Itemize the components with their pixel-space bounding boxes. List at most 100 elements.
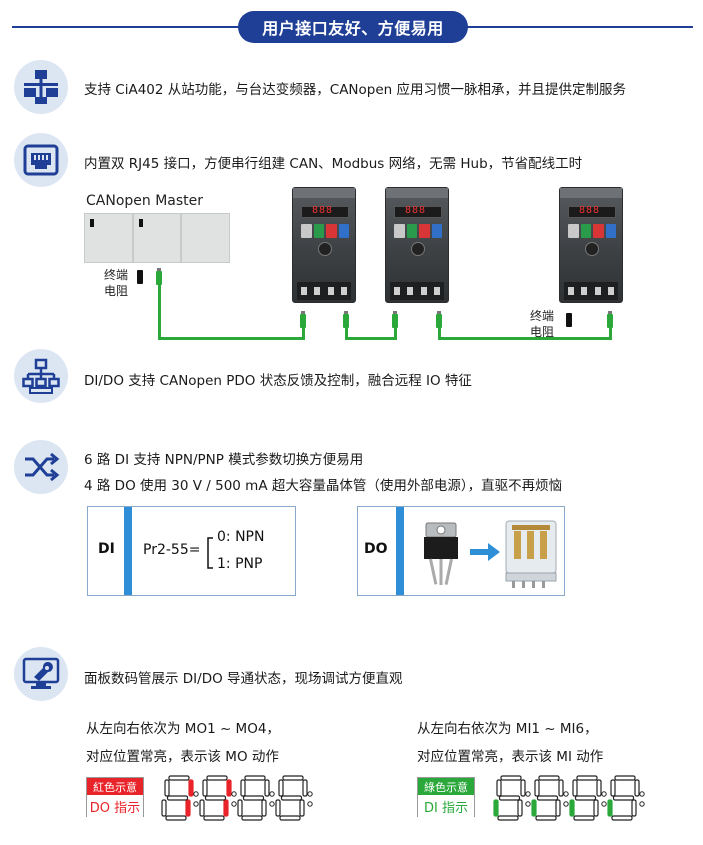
- master-module: [132, 213, 182, 263]
- terminator-plug-left: [137, 270, 143, 284]
- display-segment: [188, 779, 194, 797]
- feature-text-di: 6 路 DI 支持 NPN/PNP 模式参数切换方便易用: [84, 452, 364, 468]
- badge-bottom: DI 指示: [418, 795, 474, 817]
- display-segment: [538, 775, 560, 781]
- display-segment: [517, 799, 523, 817]
- mi-caption-line1: 从左向右依次为 MI1 ~ MI6，: [417, 721, 598, 737]
- display-dot: [307, 801, 313, 807]
- canopen-master-unit: [84, 213, 231, 263]
- drive2-can-plug: [392, 311, 398, 328]
- display-dot: [193, 801, 199, 807]
- display-dot: [525, 791, 531, 797]
- network-tree-icon: [14, 60, 68, 114]
- do-indicator-badge: 紅色示意 DO 指示: [86, 777, 144, 817]
- can-wire: [158, 285, 161, 340]
- display-dot: [193, 791, 199, 797]
- display-segment: [500, 775, 522, 781]
- vfd-drive-1: [292, 187, 356, 303]
- display-segment: [610, 779, 616, 797]
- display-segment: [223, 799, 229, 817]
- terminator-plug-right: [566, 313, 572, 327]
- display-segment: [168, 775, 190, 781]
- feature-text-cia402: 支持 CiA402 从站功能，与台达变频器，CANopen 应用习惯一脉相承，并…: [84, 82, 627, 98]
- display-segment: [241, 815, 263, 821]
- drive2-can-plug-out: [436, 311, 442, 328]
- display-segment: [199, 799, 205, 817]
- display-segment: [264, 779, 270, 797]
- master-can-plug: [156, 268, 162, 285]
- display-dot: [307, 791, 313, 797]
- display-segment: [534, 779, 540, 797]
- display-segment: [611, 815, 633, 821]
- display-segment: [165, 815, 187, 821]
- display-dot: [563, 801, 569, 807]
- display-segment: [569, 799, 575, 817]
- can-wire: [345, 337, 396, 340]
- badge-top: 綠色示意: [418, 778, 474, 795]
- di-param: Pr2-55=: [143, 542, 201, 558]
- display-segment: [204, 795, 227, 801]
- display-segment: [496, 779, 502, 797]
- hierarchy-icon: [14, 349, 68, 403]
- terminator-label-left: 终端 电阻: [104, 268, 129, 298]
- display-dot: [601, 791, 607, 797]
- display-segment: [535, 815, 557, 821]
- drive1-can-plug: [300, 311, 306, 328]
- display-dot: [525, 801, 531, 807]
- display-dot: [269, 801, 275, 807]
- display-segment: [166, 795, 189, 801]
- display-segment: [593, 799, 599, 817]
- display-segment: [164, 779, 170, 797]
- display-segment: [202, 779, 208, 797]
- mo-caption-line1: 从左向右依次为 MO1 ~ MO4，: [86, 721, 280, 737]
- di-mode-box: DI Pr2-55= 0: NPN 1: PNP: [87, 506, 296, 596]
- display-segment: [280, 795, 303, 801]
- display-segment: [520, 779, 526, 797]
- feature-text-pdo: DI/DO 支持 CANopen PDO 状态反馈及控制，融合远程 IO 特征: [84, 373, 472, 389]
- can-wire: [394, 327, 397, 340]
- display-segment: [161, 799, 167, 817]
- display-segment: [278, 779, 284, 797]
- feature-text-do: 4 路 DO 使用 30 V / 500 mA 超大容量晶体管（使用外部电源），…: [84, 478, 563, 494]
- display-segment: [536, 795, 559, 801]
- master-module: [84, 213, 133, 263]
- drive1-can-plug-out: [343, 311, 349, 328]
- display-dot: [231, 791, 237, 797]
- di-indicator-badge: 綠色示意 DI 指示: [417, 777, 475, 817]
- display-segment: [275, 799, 281, 817]
- display-segment: [242, 795, 265, 801]
- display-segment: [279, 815, 301, 821]
- display-segment: [497, 815, 519, 821]
- display-segment: [244, 775, 266, 781]
- display-dot: [563, 791, 569, 797]
- mo-caption-line2: 对应位置常亮，表示该 MO 动作: [86, 749, 279, 765]
- do-output-box: DO: [357, 506, 565, 596]
- master-label: CANopen Master: [86, 193, 204, 209]
- display-segment: [614, 775, 636, 781]
- display-segment: [572, 779, 578, 797]
- drive3-can-plug: [607, 311, 613, 328]
- feature-text-rj45: 内置双 RJ45 接口，方便串行组建 CAN、Modbus 网络，无需 Hub，…: [84, 156, 583, 172]
- display-segment: [531, 799, 537, 817]
- display-segment: [282, 775, 304, 781]
- display-segment: [493, 799, 499, 817]
- di-option-pnp: 1: PNP: [217, 556, 263, 572]
- badge-bottom: DO 指示: [87, 795, 143, 817]
- display-segment: [498, 795, 521, 801]
- di-tag: DI: [98, 541, 115, 557]
- display-segment: [185, 799, 191, 817]
- feature-text-display: 面板数码管展示 DI/DO 导通状态，现场调试方便直观: [84, 671, 403, 687]
- can-wire: [158, 337, 304, 340]
- relay-icon: [505, 520, 557, 588]
- mi-caption-line2: 对应位置常亮，表示该 MI 动作: [417, 749, 604, 765]
- display-segment: [558, 779, 564, 797]
- display-dot: [639, 791, 645, 797]
- can-wire: [345, 327, 348, 340]
- display-segment: [573, 815, 595, 821]
- display-segment: [261, 799, 267, 817]
- display-segment: [574, 795, 597, 801]
- display-segment: [237, 799, 243, 817]
- display-segment: [203, 815, 225, 821]
- display-dot: [269, 791, 275, 797]
- vfd-drive-3: [559, 187, 623, 303]
